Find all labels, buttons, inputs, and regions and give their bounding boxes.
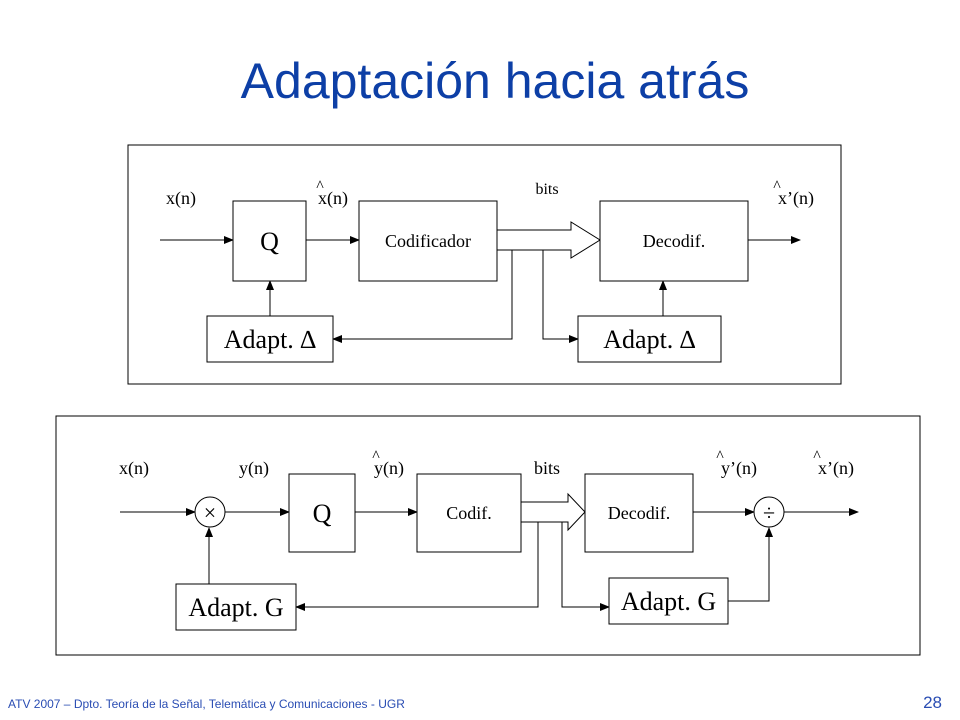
d2-decoded-hat: ^ <box>716 448 724 465</box>
d2-adapt-right-block <box>608 577 729 625</box>
d1-feedback-left <box>332 250 513 343</box>
d1-decoder-block <box>599 200 749 282</box>
d2-bits-arrow <box>520 492 586 532</box>
d2-coder-label: Codif. <box>446 503 492 523</box>
d1-adapt-left-block <box>206 315 334 363</box>
d2-scaled-label: y(n) <box>239 458 269 479</box>
d2-decoded-label: y’(n) <box>721 458 757 479</box>
d1-input-label: x(n) <box>166 188 196 209</box>
d1-decoder-label: Decodif. <box>643 231 705 251</box>
d2-feedback-right <box>561 522 610 611</box>
slide-title: Adaptación hacia atrás <box>240 53 750 109</box>
d2-multiply-symbol: × <box>204 500 216 525</box>
diagram1-frame <box>127 144 842 385</box>
d1-adapt-right-label: Adapt. ∆ <box>603 325 696 354</box>
d1-quantizer-block <box>232 200 307 282</box>
page-number: 28 <box>923 693 942 712</box>
d2-divider-node <box>753 496 785 528</box>
d1-adapt-left-label: Adapt. ∆ <box>224 325 317 354</box>
d2-decoder-label: Decodif. <box>608 503 670 523</box>
slide-footer: ATV 2007 – Dpto. Teoría de la Señal, Tel… <box>8 697 405 711</box>
d2-quantized-label: y(n) <box>374 458 404 479</box>
d2-quantized-hat: ^ <box>372 448 380 465</box>
d1-coder-label: Codificador <box>385 231 471 251</box>
d2-adapt-to-div <box>728 527 773 602</box>
d1-quantized-label: x(n) <box>318 188 348 209</box>
d2-divide-symbol: ÷ <box>763 500 775 525</box>
d2-output-hat: ^ <box>813 448 821 465</box>
diagram-gain-adaptation: × ÷ Q Codif. Decodif. Adapt. G Adapt. G … <box>55 415 921 656</box>
d1-output-label: x’(n) <box>778 188 814 209</box>
diagram-delta-adaptation: Q Codificador Decodif. Adapt. ∆ Adapt. ∆… <box>127 144 842 385</box>
d2-coder-block <box>416 473 522 553</box>
d1-output-hat: ^ <box>773 178 781 195</box>
d2-adapt-left-block <box>175 583 297 631</box>
d1-quantized-hat: ^ <box>316 178 324 195</box>
d1-bits-arrow <box>496 221 601 259</box>
d2-feedback-left <box>295 522 539 611</box>
d1-coder-block <box>358 200 498 282</box>
d1-quantizer-label: Q <box>260 227 279 256</box>
d2-quantizer-block <box>288 473 356 553</box>
d2-adapt-left-label: Adapt. G <box>188 593 283 622</box>
d1-adapt-right-block <box>577 315 722 363</box>
d2-quantizer-label: Q <box>313 499 332 528</box>
d1-bits-label: bits <box>535 181 558 198</box>
d2-bits-label: bits <box>534 458 560 478</box>
diagram2-frame <box>55 415 921 656</box>
d2-output-label: x’(n) <box>818 458 854 479</box>
d1-feedback-right <box>542 250 579 343</box>
d2-multiplier-node <box>194 496 226 528</box>
d2-adapt-right-label: Adapt. G <box>621 587 716 616</box>
d2-input-label: x(n) <box>119 458 149 479</box>
d2-decoder-block <box>584 473 694 553</box>
